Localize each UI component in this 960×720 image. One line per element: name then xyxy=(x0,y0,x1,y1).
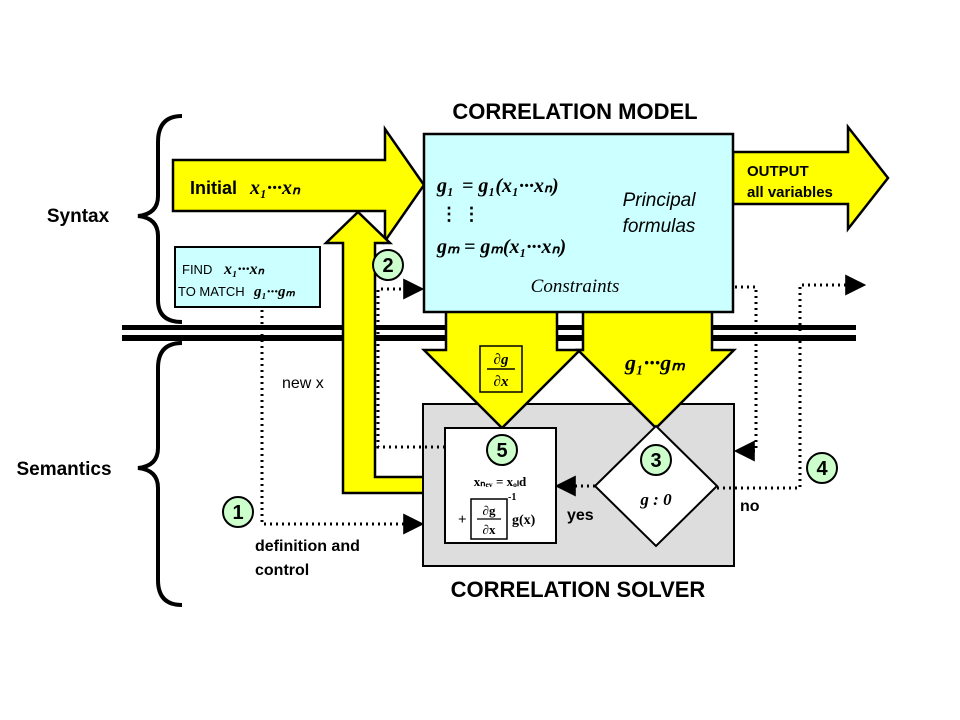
update-plus: + xyxy=(458,512,467,528)
output-arrow xyxy=(731,123,890,233)
input-arrow-vars: x₁···xₙ xyxy=(249,177,301,199)
syntax-brace xyxy=(137,114,183,324)
update-tail: g(x) xyxy=(512,513,536,528)
constraints-label: Constraints xyxy=(531,276,620,297)
badge-2-text: 2 xyxy=(382,255,393,277)
badge-1: 1 xyxy=(222,496,254,528)
definition-line2: control xyxy=(255,562,309,579)
eqm-lhs: gₘ xyxy=(436,236,460,258)
g-values-arrow xyxy=(574,308,738,430)
flow-definition-control xyxy=(260,310,425,535)
output-line2: all variables xyxy=(747,184,833,201)
semantics-label: Semantics xyxy=(16,459,111,480)
solver-title: CORRELATION SOLVER xyxy=(451,577,706,602)
new-x-feedback-arrow xyxy=(322,210,445,495)
badge-5-text: 5 xyxy=(496,440,507,462)
match-vars: g₁···gₘ xyxy=(253,284,295,300)
jacobian-den: ∂x xyxy=(494,374,509,390)
decision-text: g : 0 xyxy=(639,490,672,509)
update-frac-num: ∂g xyxy=(483,503,496,518)
badge-2: 2 xyxy=(372,249,404,281)
flow-step2-to-model xyxy=(376,278,445,449)
badge-4: 4 xyxy=(806,452,838,484)
g-values-label: g₁···gₘ xyxy=(624,350,686,375)
eq-dots: ⋮ ⋮ xyxy=(440,204,481,224)
principal-line1: Principal xyxy=(623,190,697,211)
yes-label: yes xyxy=(567,507,594,524)
badge-4-text: 4 xyxy=(816,458,828,480)
principal-line2: formulas xyxy=(623,216,696,237)
jacobian-num: ∂g xyxy=(494,352,509,368)
find-label: FIND xyxy=(182,262,212,277)
find-vars: x₁···xₙ xyxy=(223,261,265,278)
correlation-model-box xyxy=(422,132,735,314)
badge-1-text: 1 xyxy=(232,502,243,524)
eqm-rhs: = gₘ(x₁···xₙ) xyxy=(464,236,566,258)
decision-diamond xyxy=(593,424,719,548)
eq1-rhs: = g₁(x₁···xₙ) xyxy=(462,175,559,197)
output-line1: OUTPUT xyxy=(747,163,809,180)
definition-line1: definition and xyxy=(255,538,360,555)
dotted-flows xyxy=(260,274,867,535)
update-bracket xyxy=(470,498,508,540)
badge-3: 3 xyxy=(640,444,672,476)
input-arrow-label: Initial xyxy=(190,178,237,198)
jacobian-bracket-box xyxy=(479,345,523,393)
update-exponent: -1 xyxy=(508,492,516,503)
syntax-label: Syntax xyxy=(47,206,110,227)
input-arrow xyxy=(171,125,426,245)
flow-no-output xyxy=(717,274,867,490)
eq1-lhs: g₁ xyxy=(436,175,454,197)
new-x-label: new x xyxy=(282,375,324,392)
semantics-brace xyxy=(137,341,183,607)
match-label: TO MATCH xyxy=(178,284,245,299)
flow-model-to-no xyxy=(733,285,758,462)
find-box xyxy=(174,246,321,308)
model-title: CORRELATION MODEL xyxy=(452,99,697,124)
no-label: no xyxy=(740,498,760,515)
update-frac-den: ∂x xyxy=(483,522,496,537)
badge-5: 5 xyxy=(486,434,518,466)
update-line1: xₙₑᵥ = xₒₗd xyxy=(474,474,527,489)
badge-3-text: 3 xyxy=(650,450,661,472)
